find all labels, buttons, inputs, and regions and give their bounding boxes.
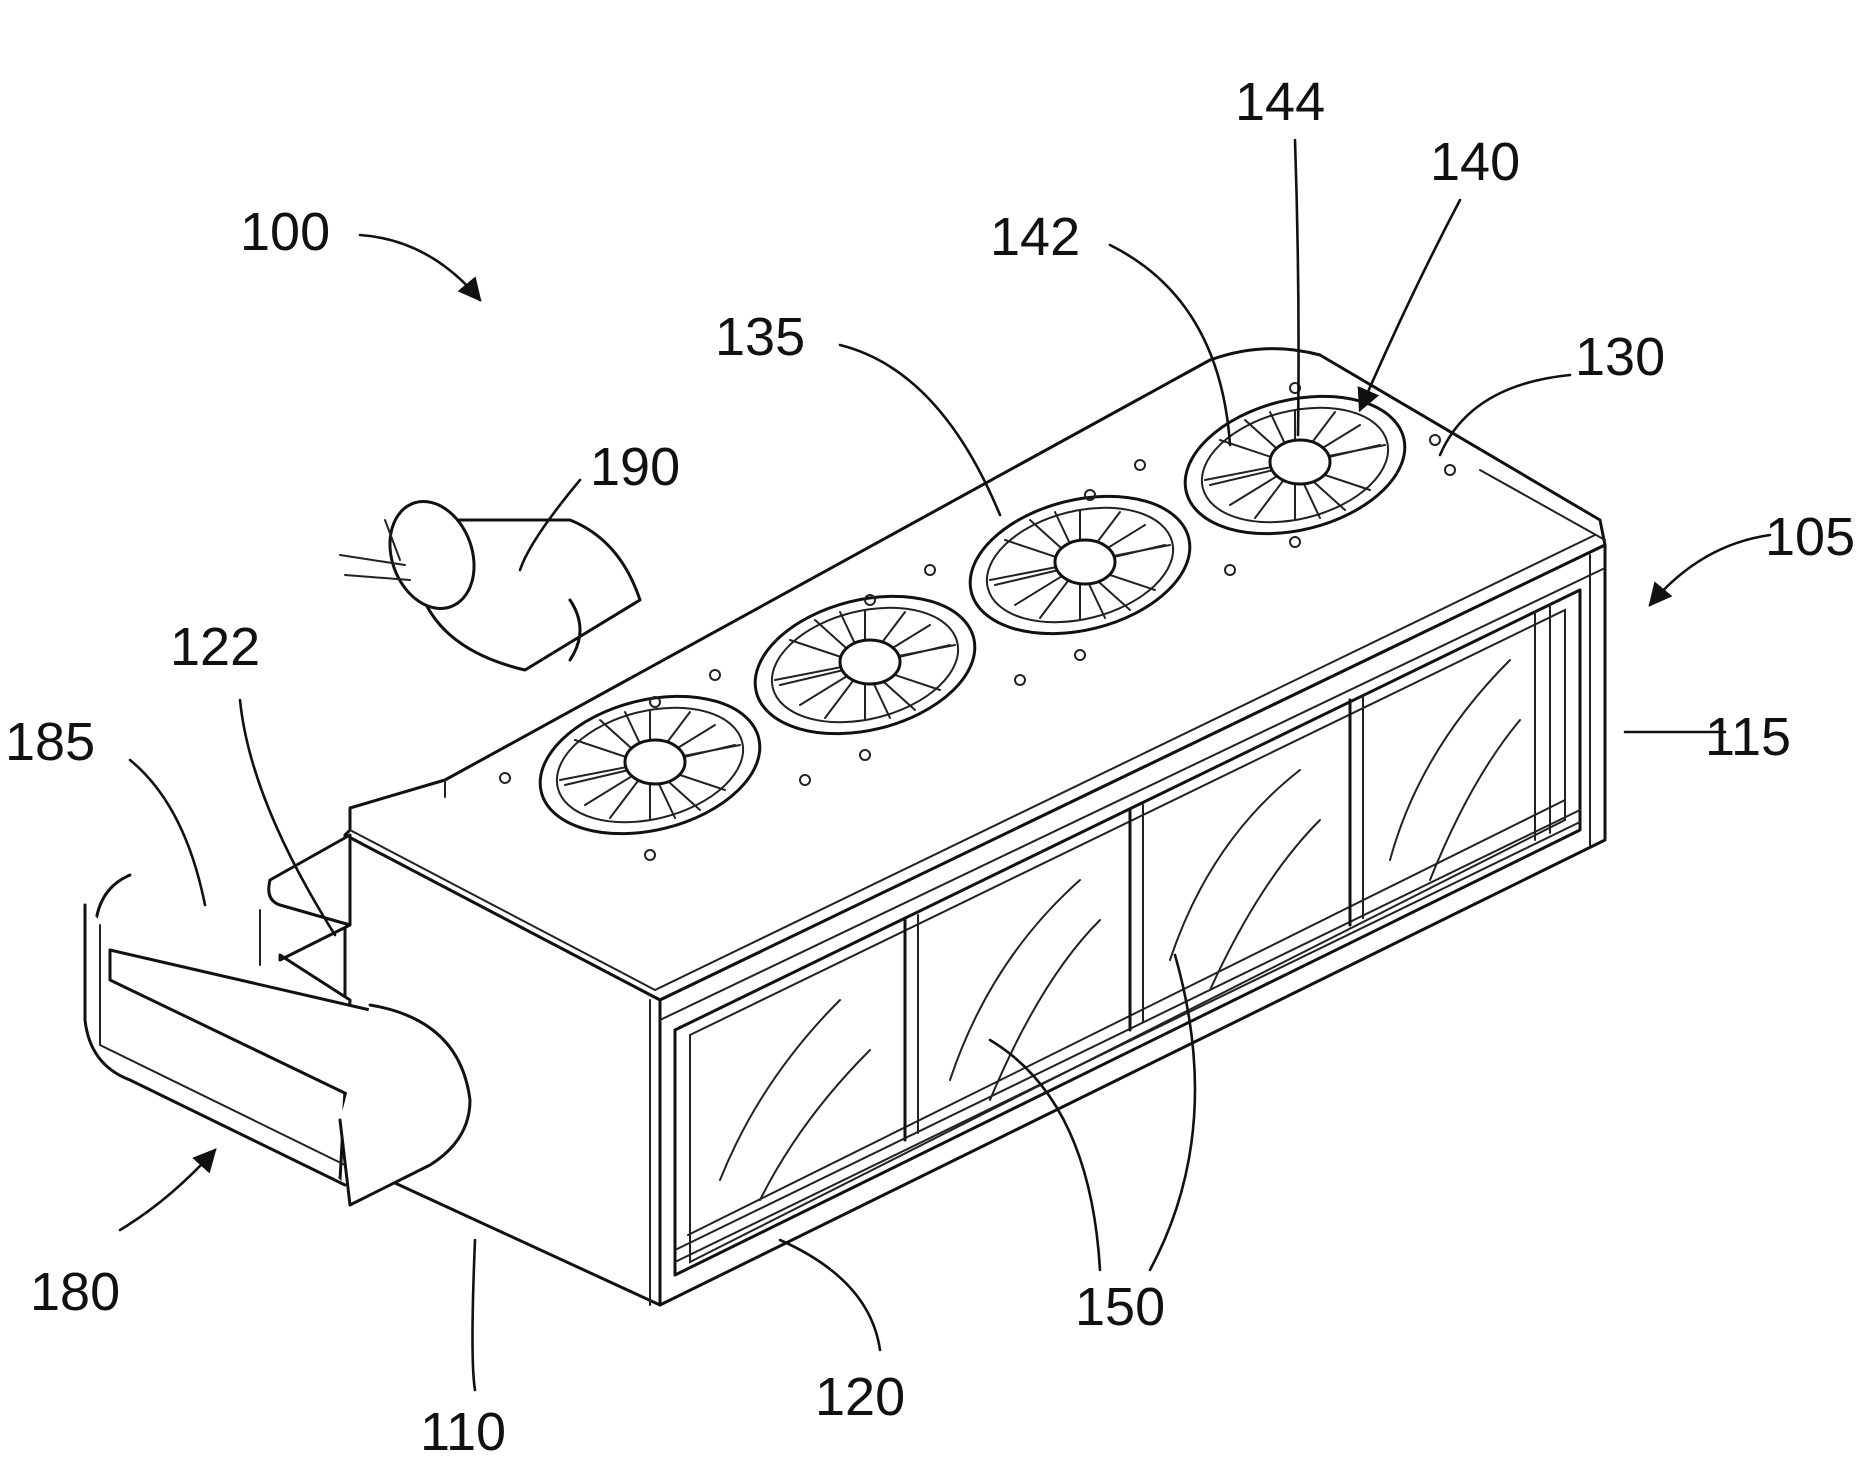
leader-180: [120, 1150, 215, 1230]
label-122: 122: [170, 617, 260, 677]
leader-100: [360, 235, 480, 300]
label-140: 140: [1430, 132, 1520, 192]
label-100: 100: [240, 202, 330, 262]
leader-120: [780, 1240, 880, 1350]
label-142: 142: [990, 207, 1080, 267]
housing-105: [345, 349, 1605, 1305]
label-115: 115: [1705, 707, 1791, 767]
label-130: 130: [1575, 327, 1665, 387]
label-144: 144: [1235, 72, 1325, 132]
label-180: 180: [30, 1262, 120, 1322]
leader-105: [1650, 535, 1770, 605]
label-135: 135: [715, 307, 805, 367]
label-120: 120: [815, 1367, 905, 1427]
label-110: 110: [420, 1402, 506, 1457]
fan-hub-144: [1270, 440, 1330, 484]
label-190: 190: [590, 437, 680, 497]
label-150: 150: [1075, 1277, 1165, 1337]
leader-110: [473, 1240, 476, 1390]
label-185: 185: [5, 712, 95, 772]
leader-140: [1360, 200, 1460, 410]
motor-190: [340, 490, 640, 670]
label-105: 105: [1765, 507, 1855, 567]
